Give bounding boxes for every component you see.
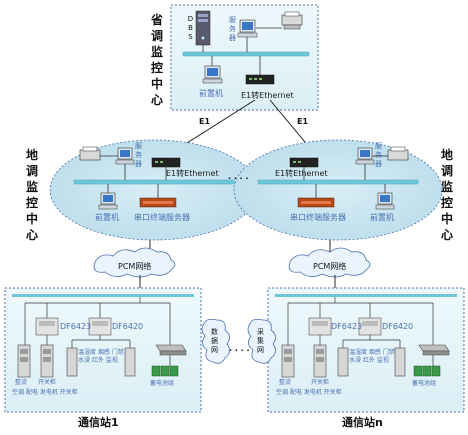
- station-n-battery-icon: [413, 365, 441, 377]
- regional-right-switch-icon: [289, 157, 319, 168]
- station-n-battery-label: 蓄电池组: [412, 380, 437, 387]
- station-1-battery-label: 蓄电池组: [150, 380, 175, 387]
- provincial-workstation-label: 前置机: [199, 89, 223, 98]
- regional-left-server-label: 服务器: [135, 142, 142, 168]
- pcm-cloud-right: [288, 247, 371, 278]
- station-n-rack-b-label: 开关柜: [311, 379, 330, 386]
- pcm-right-label: PCM网络: [313, 262, 347, 271]
- regional-right-server-pc-icon: [355, 147, 375, 165]
- station-1-device-a-icon: [35, 317, 59, 336]
- station-1-rack-b-label: 开关柜: [38, 379, 57, 386]
- station-1-battery-icon: [151, 365, 179, 377]
- lan-cloud-right: [247, 318, 276, 364]
- pcm-left-label: PCM网络: [118, 262, 152, 271]
- station-n-device-a-icon: [308, 317, 332, 336]
- provincial-frontend-pc-icon: [202, 65, 223, 84]
- regional-right-switch-label: E1转Ethernet: [275, 169, 328, 178]
- station-1-router-icon: [155, 344, 187, 356]
- pcm-cloud-left: [93, 247, 176, 278]
- regional-left-bus: [73, 179, 235, 185]
- regional-left-frontend-pc-icon: [98, 192, 118, 210]
- station-n-name: 通信站n: [342, 416, 383, 429]
- lan-cloud-left: [201, 318, 230, 364]
- regional-left-serial-label: 串口终端服务器: [134, 213, 190, 222]
- station-n-sensor-right-icon: [394, 347, 406, 377]
- regional-right-printer-icon: [387, 146, 409, 161]
- regional-left-switch-icon: [151, 157, 181, 168]
- station-n-sensors-label: 温湿度 烟感 门禁 水浸 红外 监视: [349, 349, 395, 364]
- regional-right-workstation-label: 前置机: [370, 213, 394, 222]
- station-n-sensor-left-icon: [337, 347, 349, 377]
- station-n-bottom-label: 空调 配电 发电机 开关柜: [276, 389, 342, 396]
- regional-right-server-label: 服务器: [375, 142, 382, 168]
- regional-left-server-pc-icon: [115, 147, 135, 165]
- provincial-workstation-icon: [237, 19, 258, 38]
- regional-left-workstation-label: 前置机: [95, 213, 119, 222]
- provincial-switch-icon: [245, 74, 275, 85]
- lan-right-label: 采集网: [257, 328, 264, 354]
- regional-left-switch-label: E1转Ethernet: [166, 169, 219, 178]
- station-1-sensors-label: 温湿度 烟感 门禁 水浸 红外 监视: [78, 349, 124, 364]
- regional-left-printer-icon: [79, 146, 101, 161]
- e1-right-label: E1: [297, 117, 309, 126]
- regional-right-serial-server-icon: [297, 197, 335, 208]
- dbs-label: DBS: [187, 15, 194, 41]
- station-1-device-b-icon: [88, 317, 112, 336]
- station-n-device-a-label: DF6423: [331, 322, 363, 331]
- regional-right-bus: [257, 179, 419, 185]
- regional-right-ellipse: [233, 139, 443, 241]
- station-1-device-a-label: DF6423: [60, 322, 92, 331]
- provincial-printer-icon: [281, 11, 303, 30]
- regional-left-serial-server-icon: [139, 197, 177, 208]
- regional-right-serial-label: 串口终端服务器: [290, 213, 346, 222]
- station-1-name: 通信站1: [78, 416, 119, 429]
- middle-ellipsis: · · · ·: [229, 346, 250, 355]
- station-1-sensor-left-icon: [66, 347, 78, 377]
- station-n-rack-a-label: 整流: [279, 379, 292, 386]
- lan-left-label: 数据网: [211, 328, 218, 354]
- station-n-rack-a-icon: [281, 344, 295, 378]
- provincial-bus: [182, 51, 310, 57]
- regional-left-title: 地调监控中心: [25, 148, 38, 242]
- station-1-rack-a-icon: [17, 344, 31, 378]
- station-1-device-b-label: DF6420: [112, 322, 144, 331]
- e1-left-label: E1: [199, 117, 211, 126]
- regional-ellipsis: · · · ·: [228, 174, 249, 183]
- provincial-switch-label: E1转Ethernet: [241, 91, 294, 100]
- regional-right-title: 地调监控中心: [440, 148, 453, 242]
- station-1-sensor-right-icon: [124, 347, 136, 377]
- station-n-router-icon: [418, 344, 450, 356]
- dbs-server-icon: [195, 10, 211, 46]
- station-1-bottom-label: 空调 配电 发电机 开关柜: [12, 389, 78, 396]
- station-n-device-b-label: DF6420: [382, 322, 414, 331]
- station-n-rack-b-icon: [313, 344, 327, 378]
- station-1-rack-a-label: 整流: [15, 379, 28, 386]
- provincial-server-label: 服务器: [229, 16, 236, 42]
- provincial-center-title: 省调监控中心: [150, 13, 163, 107]
- station-n-device-b-icon: [358, 317, 382, 336]
- regional-right-frontend-pc-icon: [375, 192, 395, 210]
- station-1-rack-b-icon: [40, 344, 54, 378]
